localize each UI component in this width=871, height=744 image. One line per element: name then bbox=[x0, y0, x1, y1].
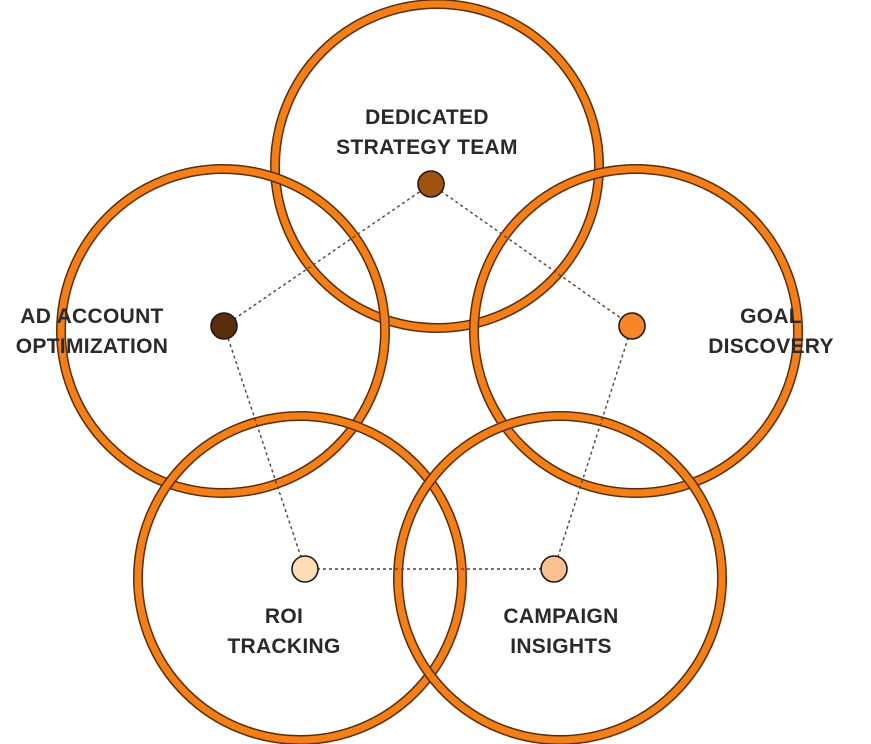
ring-ad-account-optimization bbox=[56, 164, 390, 498]
label-campaign-insights-line2: INSIGHTS bbox=[510, 635, 612, 658]
ring-campaign-insights bbox=[393, 411, 727, 744]
label-ad-account-optimization-line2: OPTIMIZATION bbox=[16, 335, 169, 358]
dot-ad-account-optimization bbox=[210, 312, 238, 340]
ring-dedicated-strategy-team bbox=[270, 0, 604, 333]
ring-roi-tracking bbox=[133, 411, 467, 744]
node-dots bbox=[210, 170, 646, 583]
link-top-right bbox=[430, 183, 633, 327]
dot-roi-tracking bbox=[291, 555, 319, 583]
label-dedicated-strategy-team-line1: DEDICATED bbox=[365, 106, 489, 129]
ring-goal-discovery bbox=[469, 164, 803, 498]
labels: DEDICATED STRATEGY TEAM GOAL DISCOVERY C… bbox=[16, 106, 834, 658]
label-ad-account-optimization-line1: AD ACCOUNT bbox=[20, 305, 163, 328]
link-bottomleft-left bbox=[223, 325, 306, 570]
label-dedicated-strategy-team-line2: STRATEGY TEAM bbox=[336, 136, 518, 159]
dot-dedicated-strategy-team bbox=[417, 170, 445, 198]
label-roi-tracking-line2: TRACKING bbox=[227, 635, 340, 658]
label-campaign-insights-line1: CAMPAIGN bbox=[503, 605, 618, 628]
label-goal-discovery-line1: GOAL bbox=[740, 305, 802, 328]
rings bbox=[56, 0, 803, 744]
dot-campaign-insights bbox=[540, 555, 568, 583]
dot-goal-discovery bbox=[618, 312, 646, 340]
label-roi-tracking-line1: ROI bbox=[265, 605, 303, 628]
link-right-bottomright bbox=[553, 325, 633, 570]
label-goal-discovery-line2: DISCOVERY bbox=[708, 335, 834, 358]
connector-lines bbox=[223, 183, 633, 570]
